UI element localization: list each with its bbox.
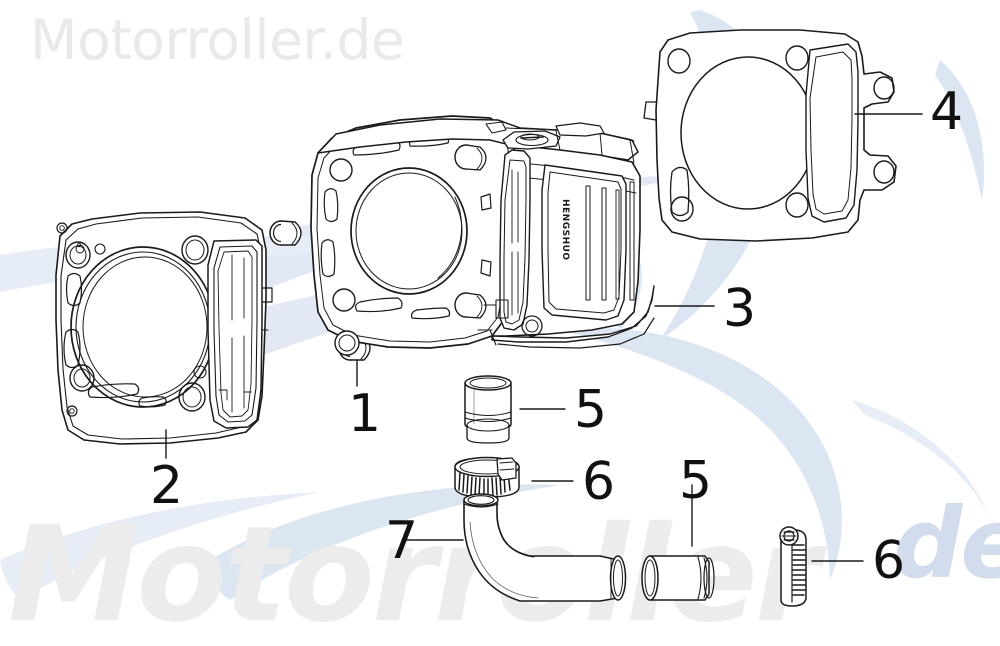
part-2-cylinder-head-gasket: [55, 211, 273, 445]
callout-number-1: 1: [348, 384, 382, 444]
callout-number-4: 4: [930, 82, 964, 142]
part-6-hose-clamp-upper: [454, 456, 520, 498]
part-5-coolant-hose-sleeve-lower: [641, 555, 715, 601]
callout-number-6-upper: 6: [582, 452, 616, 512]
cylinder-embossed-brand-text: HENGSHUO: [560, 199, 570, 261]
callout-number-3: 3: [723, 279, 757, 339]
part-6-hose-clamp-lower: [779, 526, 807, 607]
part-4-cylinder-base-gasket: [643, 29, 897, 242]
callout-number-6-lower: 6: [872, 531, 906, 591]
callout-number-5-lower: 5: [679, 451, 713, 511]
part-3-cylinder-block: [310, 115, 655, 356]
part-7-coolant-elbow-hose: [463, 493, 627, 602]
part-1-dowel-pin-secondary: [269, 220, 302, 246]
callout-number-7: 7: [385, 511, 419, 571]
callout-number-5-upper: 5: [574, 380, 608, 440]
callout-leader-lines: [165, 113, 923, 562]
callout-number-2: 2: [150, 456, 184, 516]
part-5-coolant-hose-sleeve-upper: [464, 375, 512, 444]
